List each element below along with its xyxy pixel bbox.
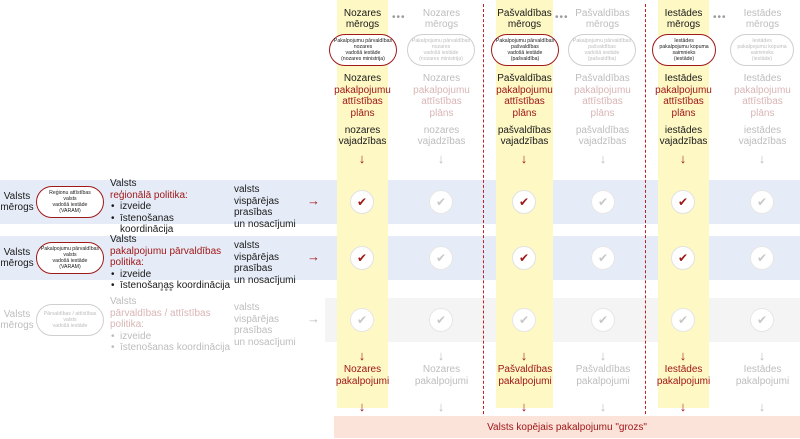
down-arrow-icon: ↓: [599, 151, 607, 166]
down-arrow-icon: ↓: [758, 399, 766, 414]
check-icon: ✔: [750, 308, 774, 332]
down-arrow-icon: ↓: [758, 151, 766, 166]
check-icon: ✔: [350, 246, 374, 270]
right-arrow-icon: →: [307, 249, 320, 264]
check-icon: ✔: [591, 308, 615, 332]
right-arrow-icon: →: [307, 311, 320, 326]
ellipsis: •••: [160, 285, 174, 296]
down-arrow-icon: ↓: [358, 151, 366, 166]
check-icon: ✔: [512, 190, 536, 214]
check-icon: ✔: [429, 246, 453, 270]
down-arrow-icon: ↓: [437, 348, 445, 363]
row1-policy: Valsts reģionālā politika: izveide īsten…: [110, 178, 228, 236]
down-arrow-icon: ↓: [599, 348, 607, 363]
services-basket: Valsts kopējais pakalpojumu "grozs": [334, 416, 800, 438]
down-arrow-icon: ↓: [679, 151, 687, 166]
divider-2: [645, 4, 646, 424]
down-arrow-icon: ↓: [520, 348, 528, 363]
nozares-plan: Nozares pakalpojumu attīstības plāns: [334, 73, 391, 119]
right-arrow-icon: →: [307, 193, 320, 208]
down-arrow-icon: ↓: [599, 399, 607, 414]
row2-policy: Valsts pakalpojumu pārvaldības politika:…: [110, 234, 232, 292]
check-icon: ✔: [350, 190, 374, 214]
check-icon: ✔: [429, 308, 453, 332]
check-icon: ✔: [429, 190, 453, 214]
ellipsis: •••: [392, 12, 406, 23]
check-icon: ✔: [671, 308, 695, 332]
down-arrow-icon: ↓: [679, 348, 687, 363]
down-arrow-icon: ↓: [358, 399, 366, 414]
check-icon: ✔: [671, 190, 695, 214]
check-icon: ✔: [350, 308, 374, 332]
divider-1: [483, 4, 484, 424]
pasvaldibas-plan: Pašvaldības pakalpojumu attīstības plāns: [496, 73, 553, 119]
iestades-plan: Iestādes pakalpojumu attīstības plāns: [655, 73, 712, 119]
ellipsis: •••: [713, 12, 727, 23]
check-icon: ✔: [671, 246, 695, 270]
down-arrow-icon: ↓: [520, 151, 528, 166]
check-icon: ✔: [512, 246, 536, 270]
pasvaldibas-plan-faded: Pašvaldības pakalpojumu attīstības plāns: [574, 73, 631, 119]
nozares-plan-faded: Nozares pakalpojumu attīstības plāns: [413, 73, 470, 119]
check-icon: ✔: [591, 190, 615, 214]
down-arrow-icon: ↓: [437, 151, 445, 166]
down-arrow-icon: ↓: [437, 399, 445, 414]
down-arrow-icon: ↓: [679, 399, 687, 414]
check-icon: ✔: [512, 308, 536, 332]
check-icon: ✔: [750, 190, 774, 214]
down-arrow-icon: ↓: [758, 348, 766, 363]
ellipsis: •••: [555, 12, 569, 23]
row3-band: [325, 298, 800, 342]
down-arrow-icon: ↓: [520, 399, 528, 414]
check-icon: ✔: [591, 246, 615, 270]
iestades-plan-faded: Iestādes pakalpojumu attīstības plāns: [734, 73, 791, 119]
row3-policy: Valsts pārvaldības / attīstības politika…: [110, 296, 234, 354]
check-icon: ✔: [750, 246, 774, 270]
down-arrow-icon: ↓: [358, 348, 366, 363]
